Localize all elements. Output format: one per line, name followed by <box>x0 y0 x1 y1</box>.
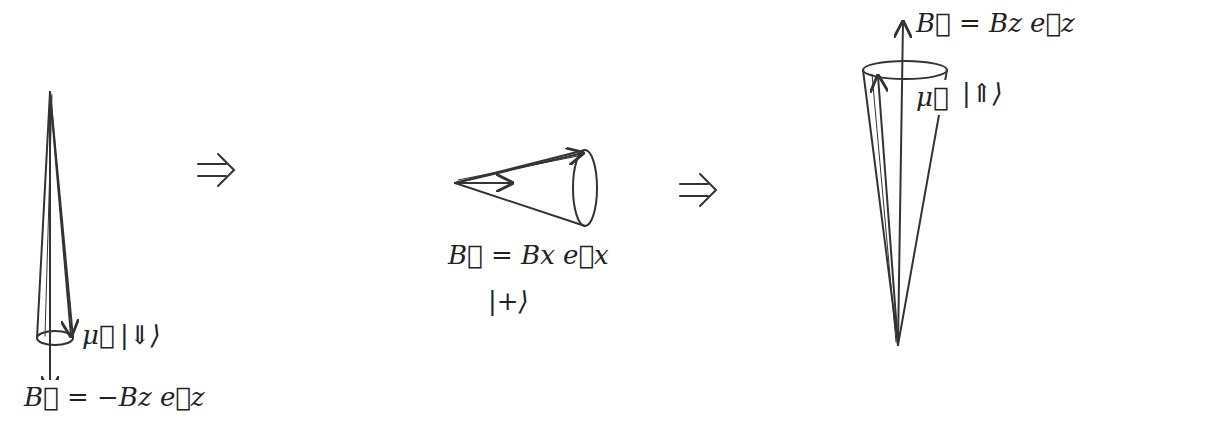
implies-arrow <box>198 154 234 186</box>
vector-label: μ⃗ <box>80 318 117 353</box>
ket-label: |⇓⟩ <box>118 318 163 353</box>
cone-up <box>863 22 947 345</box>
field-label: B⃗ = Bz e⃗z <box>914 6 1077 41</box>
vector-label: μ⃗ <box>914 80 951 115</box>
ket-label: |+⟩ <box>486 284 531 319</box>
field-label: B⃗ = Bx e⃗x <box>446 238 611 273</box>
implies-arrow <box>680 174 716 206</box>
cone-x <box>455 150 597 226</box>
field-label: B⃗ = −Bz e⃗z <box>22 380 207 415</box>
cone-down <box>37 92 73 392</box>
ket-label: |⇑⟩ <box>960 76 1005 111</box>
